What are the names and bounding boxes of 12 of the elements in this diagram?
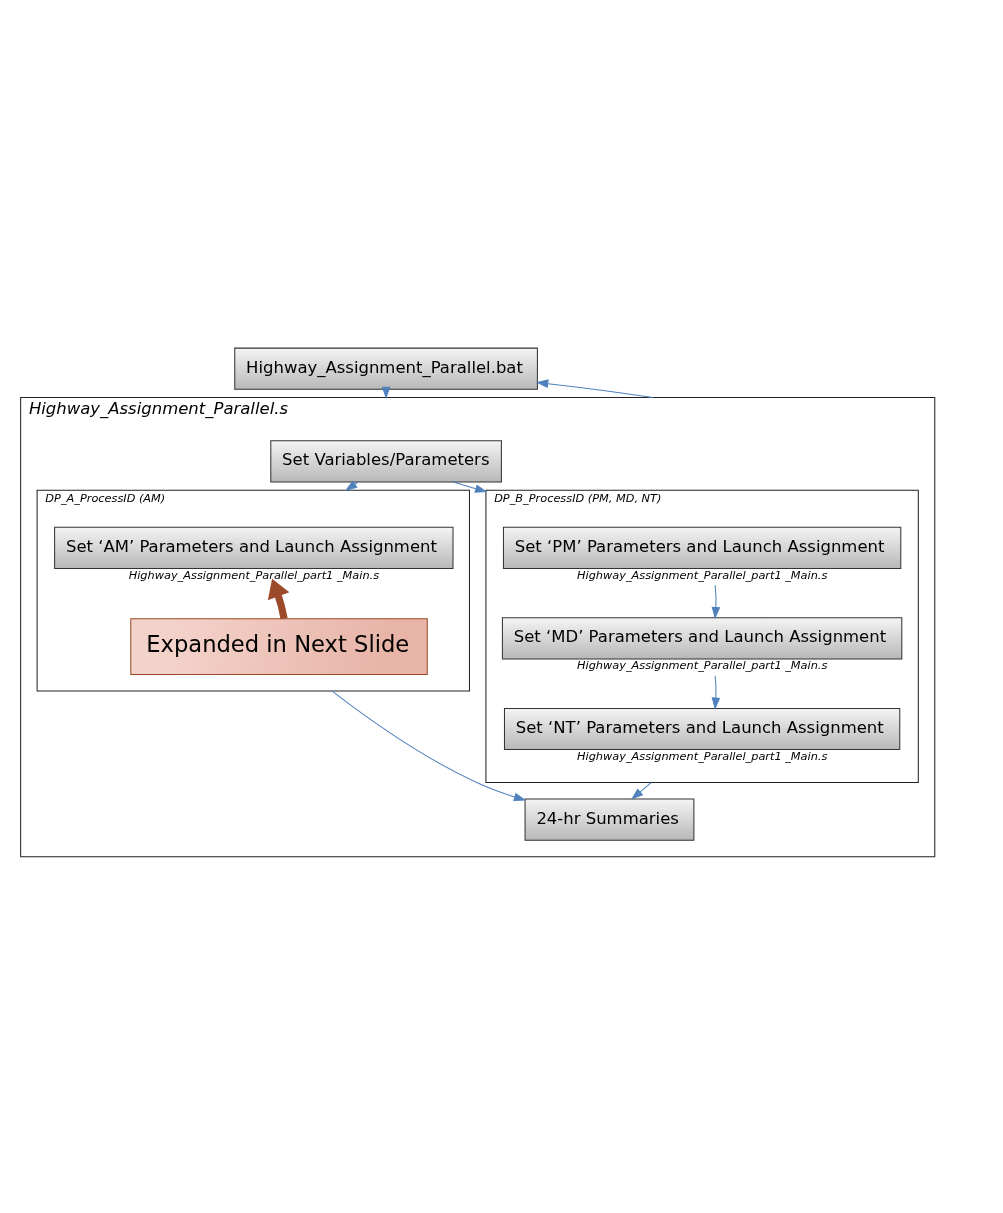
node-label: Highway_Assignment_Parallel_part1 _Main.s — [128, 567, 380, 582]
arrow — [631, 782, 652, 800]
node-label: Highway_Assignment_Parallel_part1 _Main.s — [577, 748, 828, 763]
node-label: Highway_Assignment_Parallel_part1 _Main.s — [577, 567, 828, 582]
arrow — [452, 481, 488, 493]
arrow — [331, 690, 527, 802]
arrow — [344, 480, 359, 492]
arrow — [711, 584, 721, 620]
arrow — [711, 675, 721, 710]
arrow — [535, 379, 654, 399]
arrow — [267, 578, 290, 620]
node-label: Highway_Assignment_Parallel_part1 _Main.s — [577, 658, 828, 673]
